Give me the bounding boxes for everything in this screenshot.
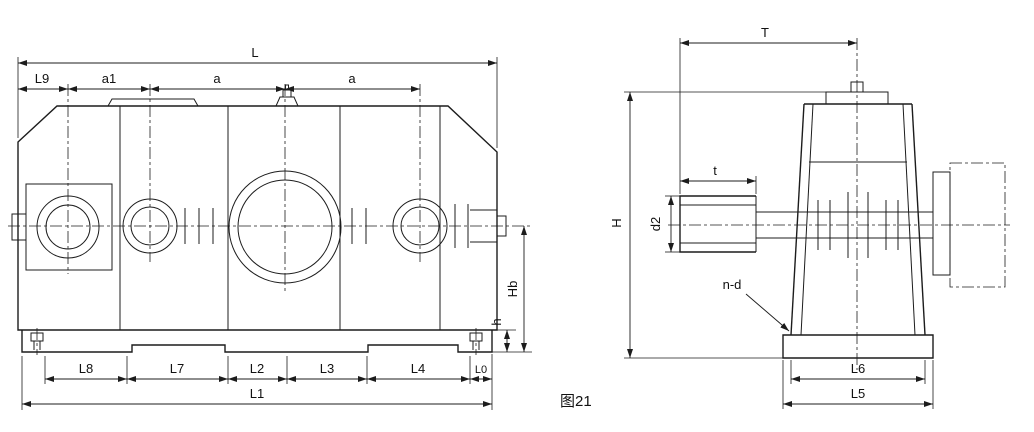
dim-label-h: h — [489, 318, 504, 325]
housing-end-view — [782, 81, 934, 359]
dimensions-right: T t H d2 n-d L6 L5 — [609, 25, 934, 409]
dim-label-L1: L1 — [250, 386, 264, 401]
dim-label-t: t — [713, 163, 717, 178]
dim-label-L2: L2 — [250, 361, 264, 376]
dim-label-L6: L6 — [851, 361, 865, 376]
figure-caption: 图21 — [560, 393, 592, 410]
dim-label-L5: L5 — [851, 386, 865, 401]
phantom-outline — [949, 162, 1006, 288]
base-outline — [21, 330, 493, 353]
dim-label-H: H — [609, 218, 624, 227]
breather-cap — [275, 96, 299, 107]
centerlines-left — [8, 84, 530, 292]
coupling-hub — [932, 171, 951, 276]
base-flange-end — [782, 334, 934, 359]
dim-label-L8: L8 — [79, 361, 93, 376]
dim-label-a1: a1 — [102, 71, 116, 86]
dimensions-left-top: L L9 a1 a a — [17, 45, 498, 148]
dim-label-L3: L3 — [320, 361, 334, 376]
dimensions-left-bottom: L8 L7 L2 L3 L4 L0 L1 — [21, 354, 493, 410]
dimensions-left-right: h Hb — [489, 226, 532, 353]
housing-outline — [17, 105, 498, 331]
label-n-d: n-d — [723, 277, 742, 292]
dim-label-L7: L7 — [170, 361, 184, 376]
leader-n-d — [745, 293, 790, 332]
input-shaft-stub — [11, 213, 26, 241]
dim-label-a-left: a — [213, 71, 221, 86]
breather-bolt — [282, 89, 292, 98]
dim-label-a-right: a — [348, 71, 356, 86]
input-bearing-flange — [25, 183, 113, 271]
inspection-cover — [107, 98, 199, 107]
housing-side-view — [11, 84, 498, 331]
dim-label-Hb: Hb — [505, 281, 520, 298]
shaft-bores — [36, 170, 448, 284]
coupling-phantom — [932, 162, 1006, 288]
dim-label-L: L — [251, 45, 258, 60]
left-view: L L9 a1 a a L8 L7 — [8, 45, 532, 410]
centerlines-right — [668, 38, 1010, 370]
output-shaft-stub — [497, 215, 507, 237]
dim-label-T: T — [761, 25, 769, 40]
shaft-step-d2 — [679, 195, 756, 253]
dim-label-L4: L4 — [411, 361, 425, 376]
base-feet — [21, 328, 493, 355]
right-view: T t H d2 n-d L6 L5 — [609, 25, 1010, 409]
dim-label-L9: L9 — [35, 71, 49, 86]
bearing-ticks-left — [184, 204, 507, 248]
dim-label-d2: d2 — [648, 217, 663, 231]
dim-label-L0: L0 — [475, 364, 487, 376]
